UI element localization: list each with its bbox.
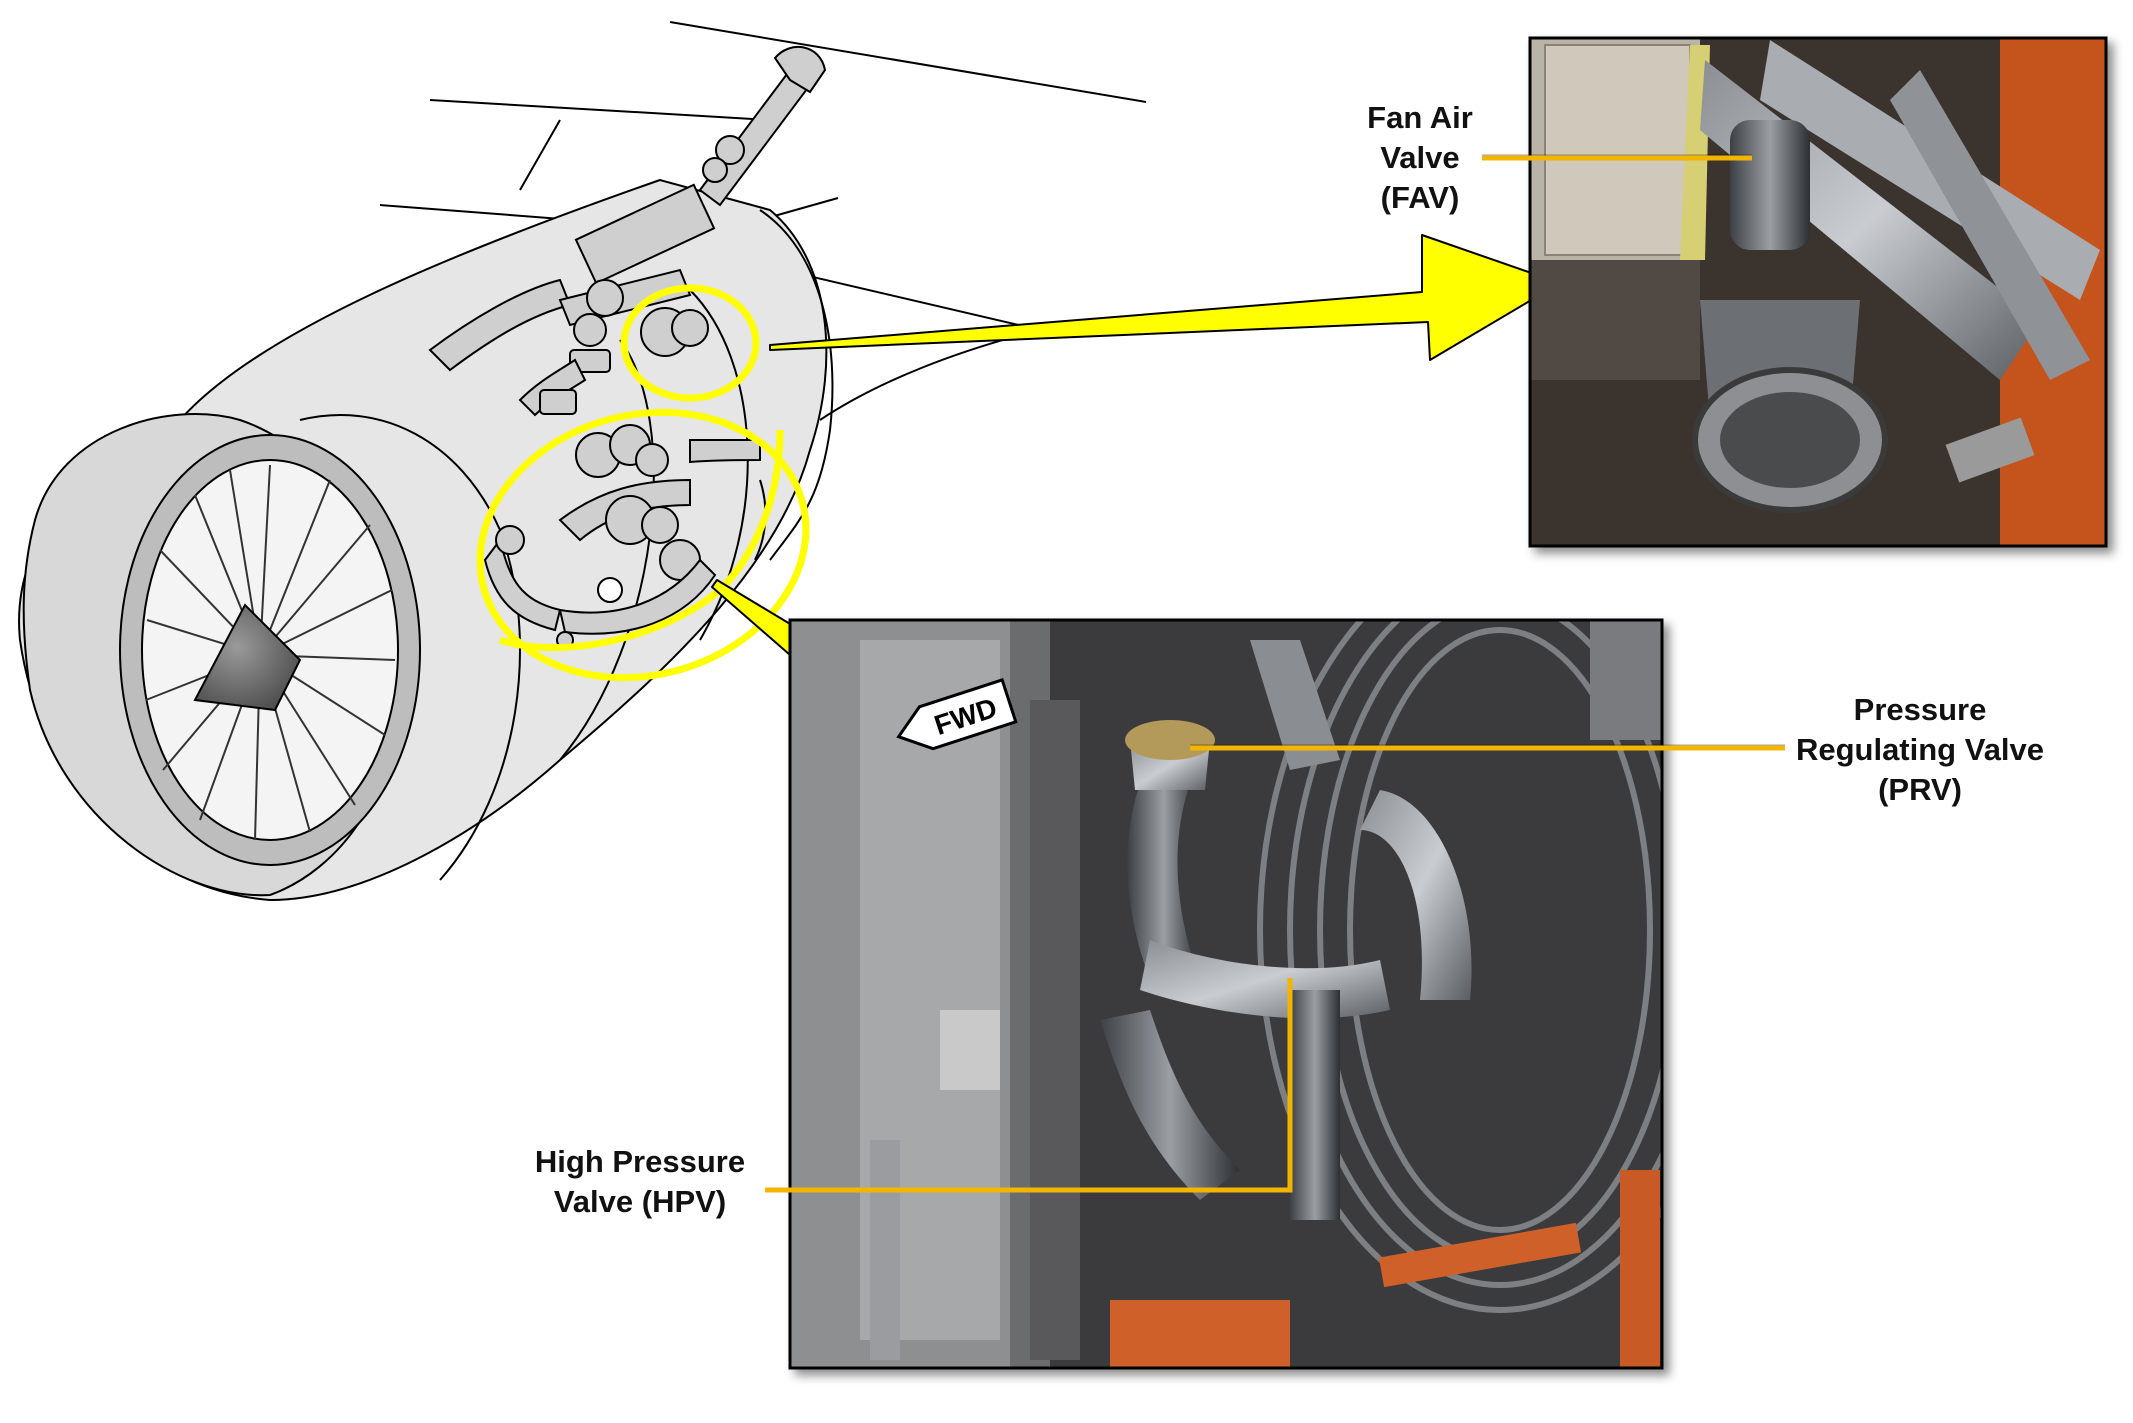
- leader-line-outlines: [1190, 154, 1785, 746]
- engine-drawing: [18, 21, 1147, 902]
- prv-label-line1: Pressure: [1853, 692, 1987, 727]
- fan-spinner: [193, 603, 302, 712]
- prv-hpv-photo-content: [788, 618, 1664, 1370]
- hpv-leader: [765, 978, 1293, 1193]
- prv-label-line3: (PRV): [1878, 772, 1962, 807]
- fan-air-valve-label: Fan Air Valve (FAV): [1300, 98, 1540, 218]
- fav-label-line2: Valve: [1380, 140, 1460, 175]
- prv-label-line2: Regulating Valve: [1795, 732, 2045, 767]
- hpv-label-line2: Valve (HPV): [553, 1184, 727, 1219]
- fav-label-line3: (FAV): [1380, 180, 1460, 215]
- high-pressure-valve-label: High Pressure Valve (HPV): [490, 1142, 790, 1222]
- fwd-arrow-icon: [896, 678, 1018, 751]
- leader-lines: [765, 155, 1785, 1193]
- pressure-regulating-valve-label: Pressure Regulating Valve (PRV): [1760, 690, 2080, 810]
- fwd-indicator: FWD: [896, 678, 1018, 751]
- prv-hpv-highlight: [476, 408, 810, 682]
- fav-label-line1: Fan Air: [1367, 100, 1473, 135]
- fav-highlight: [620, 284, 760, 402]
- bleed-ducting: [428, 46, 827, 649]
- arrow-to-fav-photo: [769, 234, 1561, 361]
- fav-photo-content: [1528, 36, 2108, 548]
- hpv-label-line1: High Pressure: [534, 1144, 746, 1179]
